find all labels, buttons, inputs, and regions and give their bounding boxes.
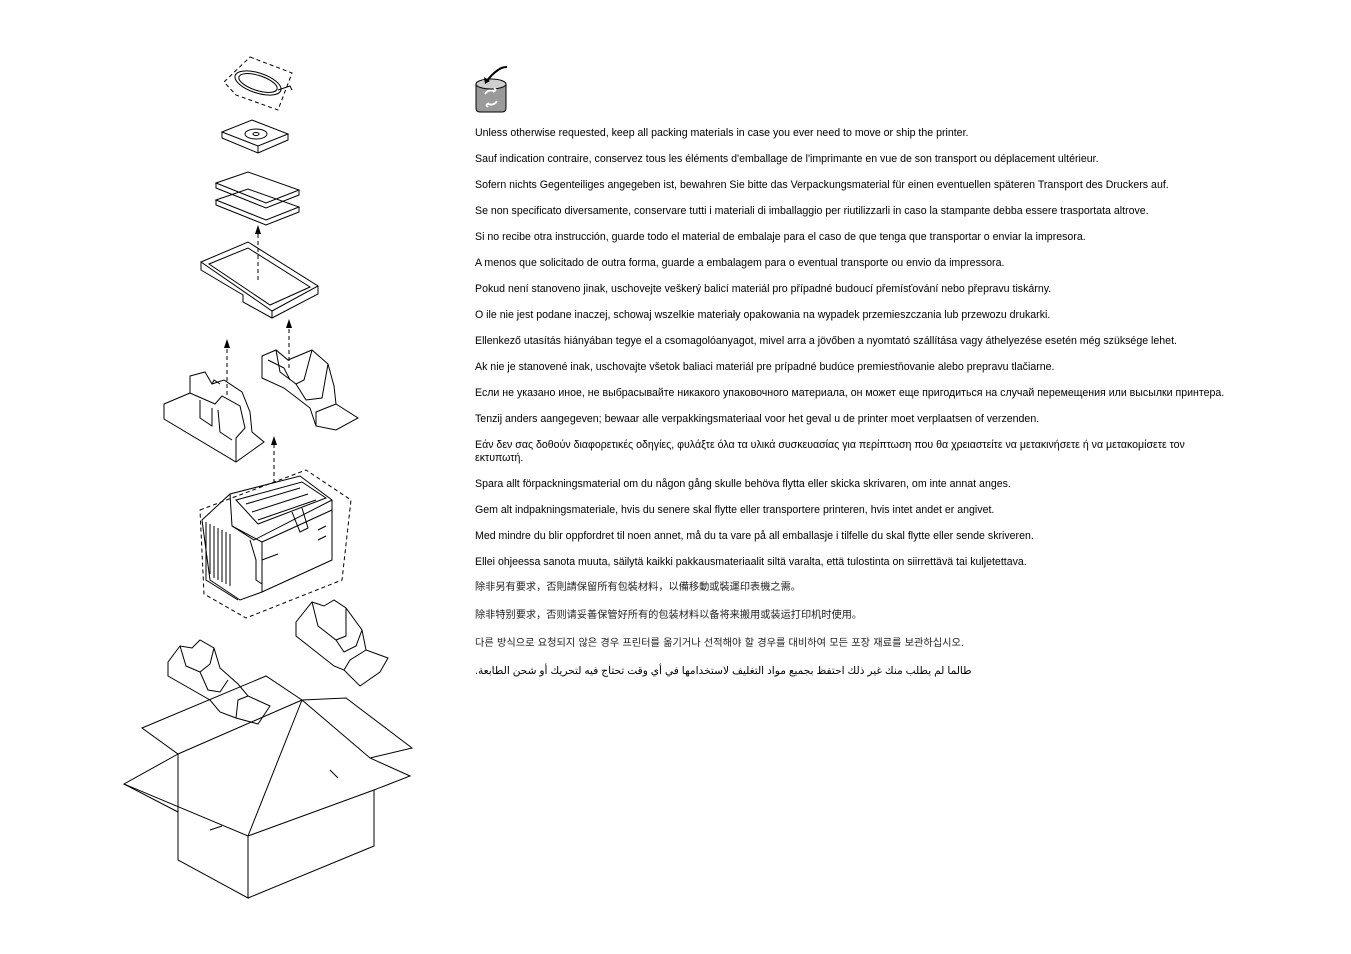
notice-fi: Ellei ohjeessa sanota muuta, säilytä kai… — [475, 555, 1027, 568]
notice-pl: O ile nie jest podane inaczej, schowaj w… — [475, 309, 1051, 321]
printer-icon — [199, 469, 352, 619]
notice-de: Sofern nichts Gegenteiliges angegeben is… — [475, 179, 1169, 191]
recycle-icon — [475, 66, 508, 113]
foam-insert-left-icon — [163, 371, 265, 463]
notice-sk: Ak nie je stanovené inak, uschovajte vše… — [475, 361, 1055, 373]
notice-es: Si no recibe otra instrucción, guarde to… — [475, 231, 1086, 243]
notice-zh-hans: 除非特别要求，否则请妥善保管好所有的包装材料以备将来搬用或装运打印机时使用。 — [475, 609, 863, 621]
foam-insert-bottom-left-icon — [167, 639, 271, 725]
notice-en: Unless otherwise requested, keep all pac… — [475, 127, 969, 139]
packing-notice-list: Unless otherwise requested, keep all pac… — [475, 127, 1235, 678]
notice-ar: طالما لم يطلب منك غير ذلك احتفظ بجميع مو… — [475, 665, 972, 677]
notice-ru: Если не указано иное, не выбрасывайте ни… — [475, 387, 1225, 399]
cd-case-icon — [220, 119, 290, 154]
notice-ko: 다른 방식으로 요청되지 않은 경우 프린터를 옮기거나 선적해야 할 경우를 … — [475, 637, 965, 649]
packing-illustration — [122, 56, 414, 899]
notice-da: Gem alt indpakningsmateriale, hvis du se… — [475, 503, 995, 516]
notice-pt: A menos que solicitado de outra forma, g… — [475, 257, 1005, 269]
notice-no: Med mindre du blir oppfordret til noen a… — [475, 529, 1034, 542]
power-cord-icon — [223, 56, 293, 111]
shipping-box-icon — [122, 675, 414, 899]
removal-arrows — [226, 232, 290, 483]
notice-hu: Ellenkező utasítás hiányában tegye el a … — [475, 335, 1177, 347]
notice-it: Se non specificato diversamente, conserv… — [475, 205, 1149, 217]
manuals-icon — [214, 171, 301, 226]
notice-sv: Spara allt förpackningsmaterial om du nå… — [475, 477, 1011, 490]
notice-fr: Sauf indication contraire, conservez tou… — [475, 153, 1099, 165]
foam-insert-bottom-right-icon — [295, 599, 389, 687]
notice-el: Εάν δεν σας δοθούν διαφορετικές οδηγίες,… — [475, 439, 1185, 464]
notice-zh-hant: 除非另有要求，否則請保留所有包裝材料，以備移動或裝運印表機之需。 — [475, 581, 801, 593]
notice-cs: Pokud není stanoveno jinak, uschovejte v… — [475, 283, 1052, 295]
foam-insert-right-icon — [261, 349, 359, 431]
notice-nl: Tenzij anders aangegeven; bewaar alle ve… — [475, 413, 1040, 425]
paper-tray-icon — [199, 241, 319, 319]
